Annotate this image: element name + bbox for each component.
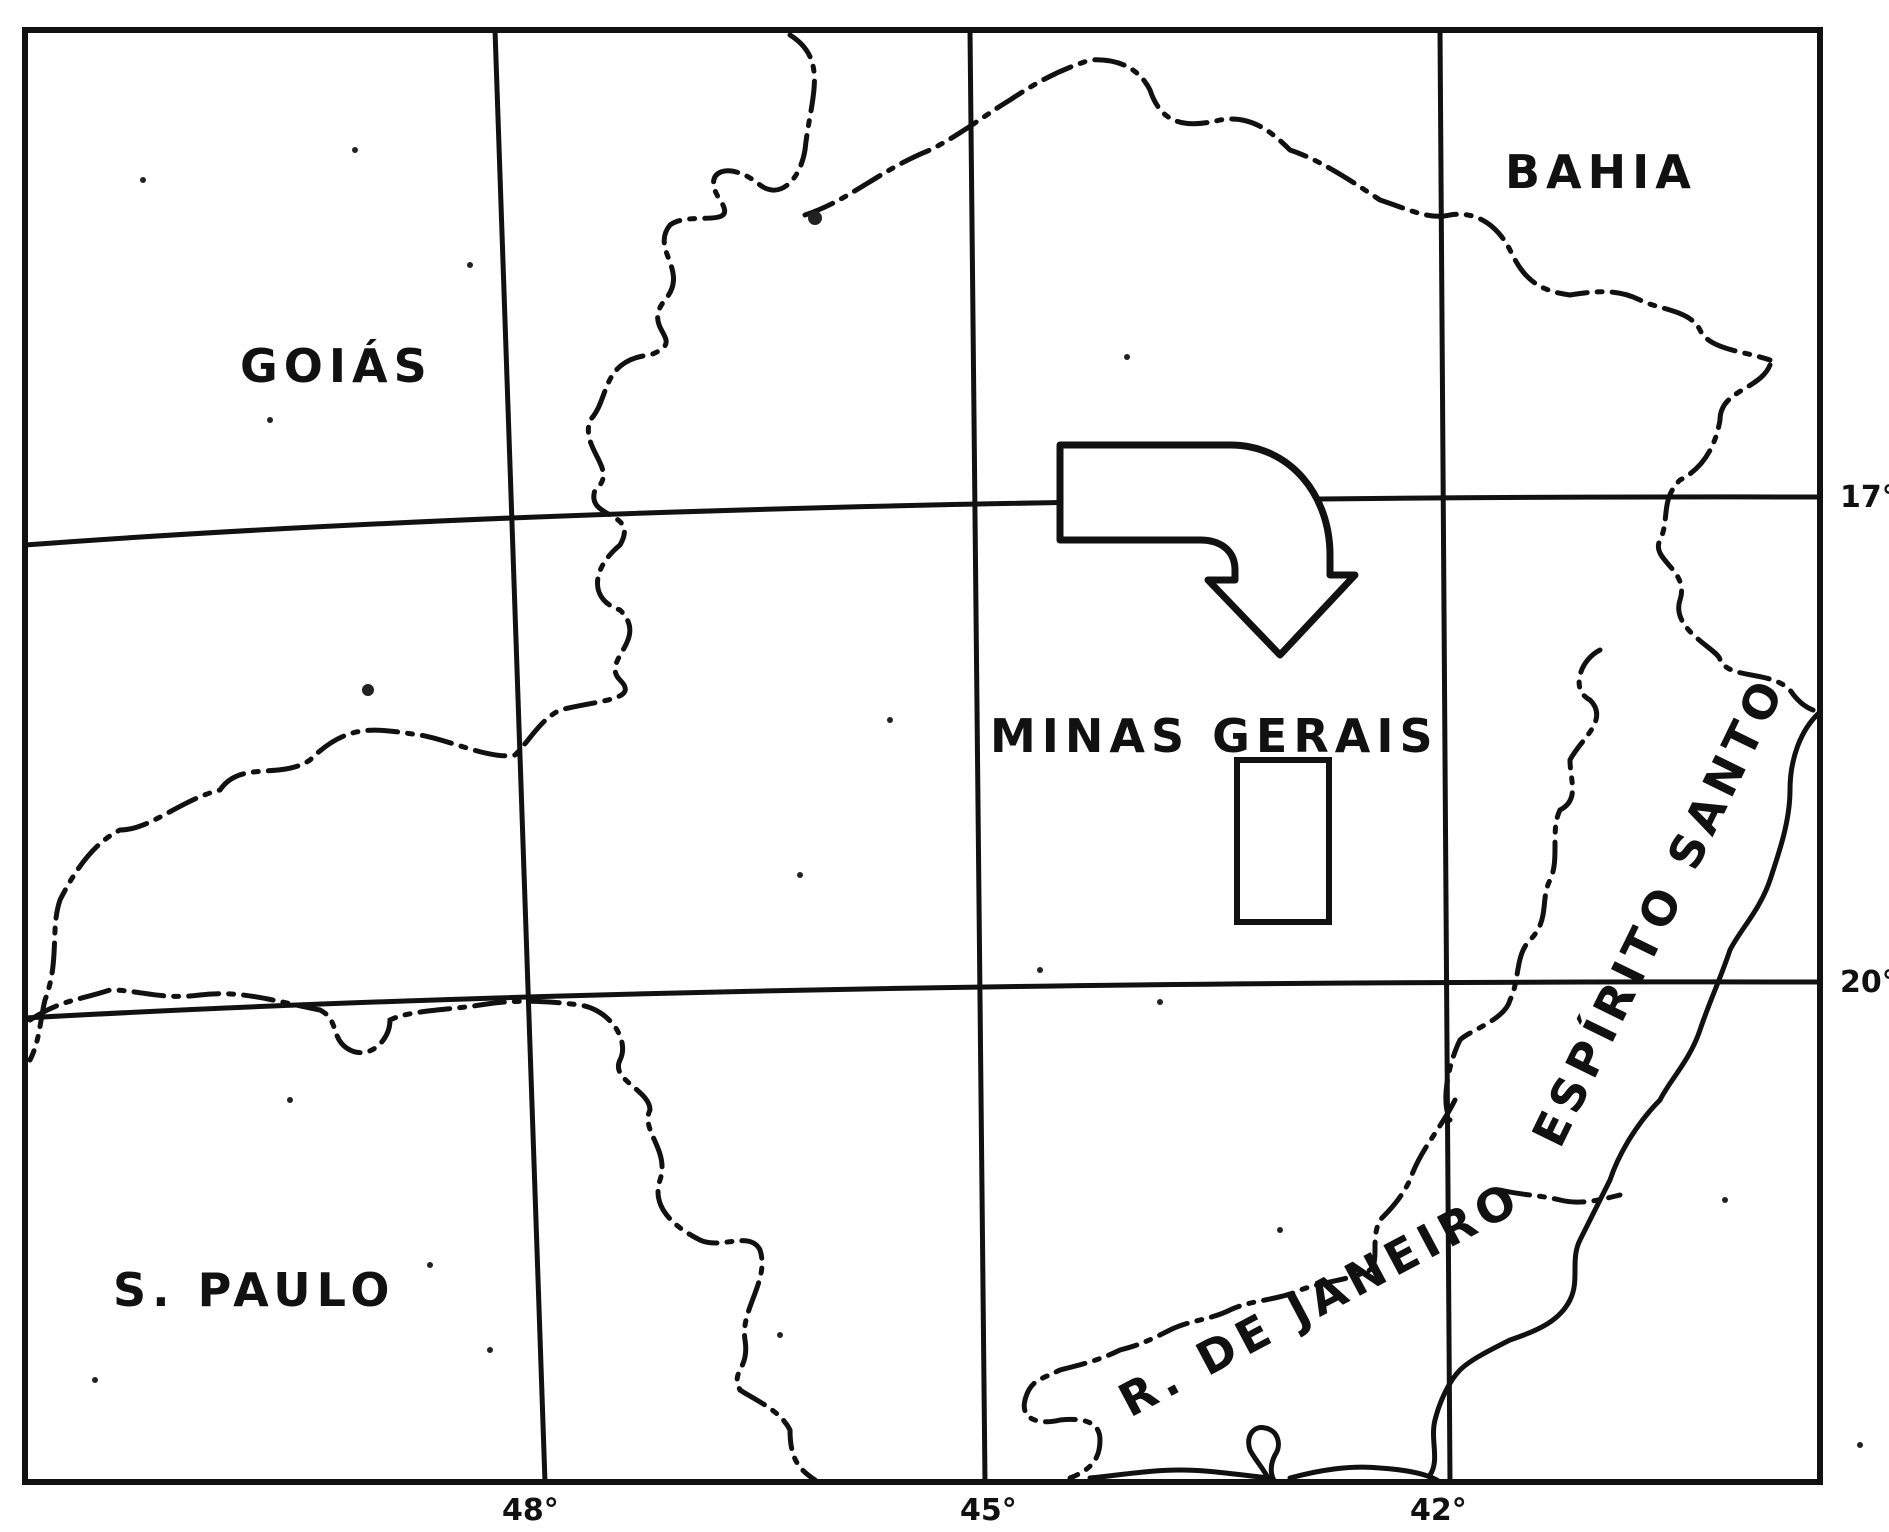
latitude-labels: 17° 20° bbox=[1840, 480, 1889, 1000]
minas-espirito-santo-border bbox=[1443, 647, 1603, 1123]
speck bbox=[267, 417, 273, 423]
map-frame bbox=[22, 27, 1823, 1485]
speck bbox=[1857, 1442, 1863, 1448]
longitude-label-42: 42° bbox=[1410, 1493, 1467, 1527]
speck bbox=[92, 1377, 98, 1383]
speck bbox=[487, 1347, 493, 1353]
speck bbox=[140, 177, 146, 183]
label-sao-paulo: S. PAULO bbox=[113, 1263, 395, 1317]
speck bbox=[1157, 999, 1163, 1005]
label-minas-gerais: MINAS GERAIS bbox=[990, 709, 1439, 763]
scan-specks bbox=[92, 147, 1863, 1448]
speck bbox=[1124, 354, 1130, 360]
parallel-17 bbox=[24, 494, 1821, 548]
espirito-santo-inner-border bbox=[1655, 362, 1823, 715]
speck bbox=[1277, 1227, 1283, 1233]
speck bbox=[427, 1262, 433, 1268]
meridian-lines bbox=[492, 29, 1453, 1483]
speck bbox=[808, 211, 822, 225]
speck bbox=[1037, 967, 1043, 973]
longitude-labels: 48° 45° 42° bbox=[502, 1493, 1467, 1528]
speck bbox=[887, 717, 893, 723]
speck bbox=[777, 1332, 783, 1338]
speck bbox=[287, 1097, 293, 1103]
speck bbox=[1722, 1197, 1728, 1203]
speck bbox=[797, 872, 803, 878]
rio-espirito-santo-border bbox=[1497, 1187, 1623, 1205]
speck bbox=[362, 684, 374, 696]
meridian-45 bbox=[967, 29, 988, 1483]
label-rio-de-janeiro: R. DE JANEIRO bbox=[1110, 1170, 1531, 1428]
latitude-label-20: 20° bbox=[1840, 965, 1889, 1000]
parallel-lines bbox=[24, 494, 1821, 1021]
speck bbox=[352, 147, 358, 153]
speck bbox=[467, 262, 473, 268]
parallel-20 bbox=[24, 979, 1821, 1021]
meridian-42 bbox=[1437, 29, 1453, 1483]
coastline-south bbox=[1087, 1464, 1443, 1485]
study-area-box bbox=[1234, 757, 1332, 925]
state-labels: GOIÁS BAHIA MINAS GERAIS S. PAULO ESPÍRI… bbox=[113, 145, 1796, 1428]
meridian-48 bbox=[492, 29, 548, 1483]
guanabara-bay bbox=[1246, 1424, 1281, 1485]
minas-rio-border bbox=[1021, 1097, 1458, 1481]
latitude-label-17: 17° bbox=[1840, 480, 1889, 515]
minas-gerais-border-north bbox=[802, 57, 1773, 363]
longitude-label-45: 45° bbox=[960, 1493, 1017, 1527]
pointer-arrow bbox=[1056, 441, 1359, 659]
longitude-label-48: 48° bbox=[502, 1493, 559, 1527]
coastline bbox=[1427, 709, 1823, 1478]
minas-gerais-border bbox=[27, 32, 818, 1483]
label-bahia: BAHIA bbox=[1505, 145, 1697, 199]
label-goias: GOIÁS bbox=[240, 339, 433, 393]
